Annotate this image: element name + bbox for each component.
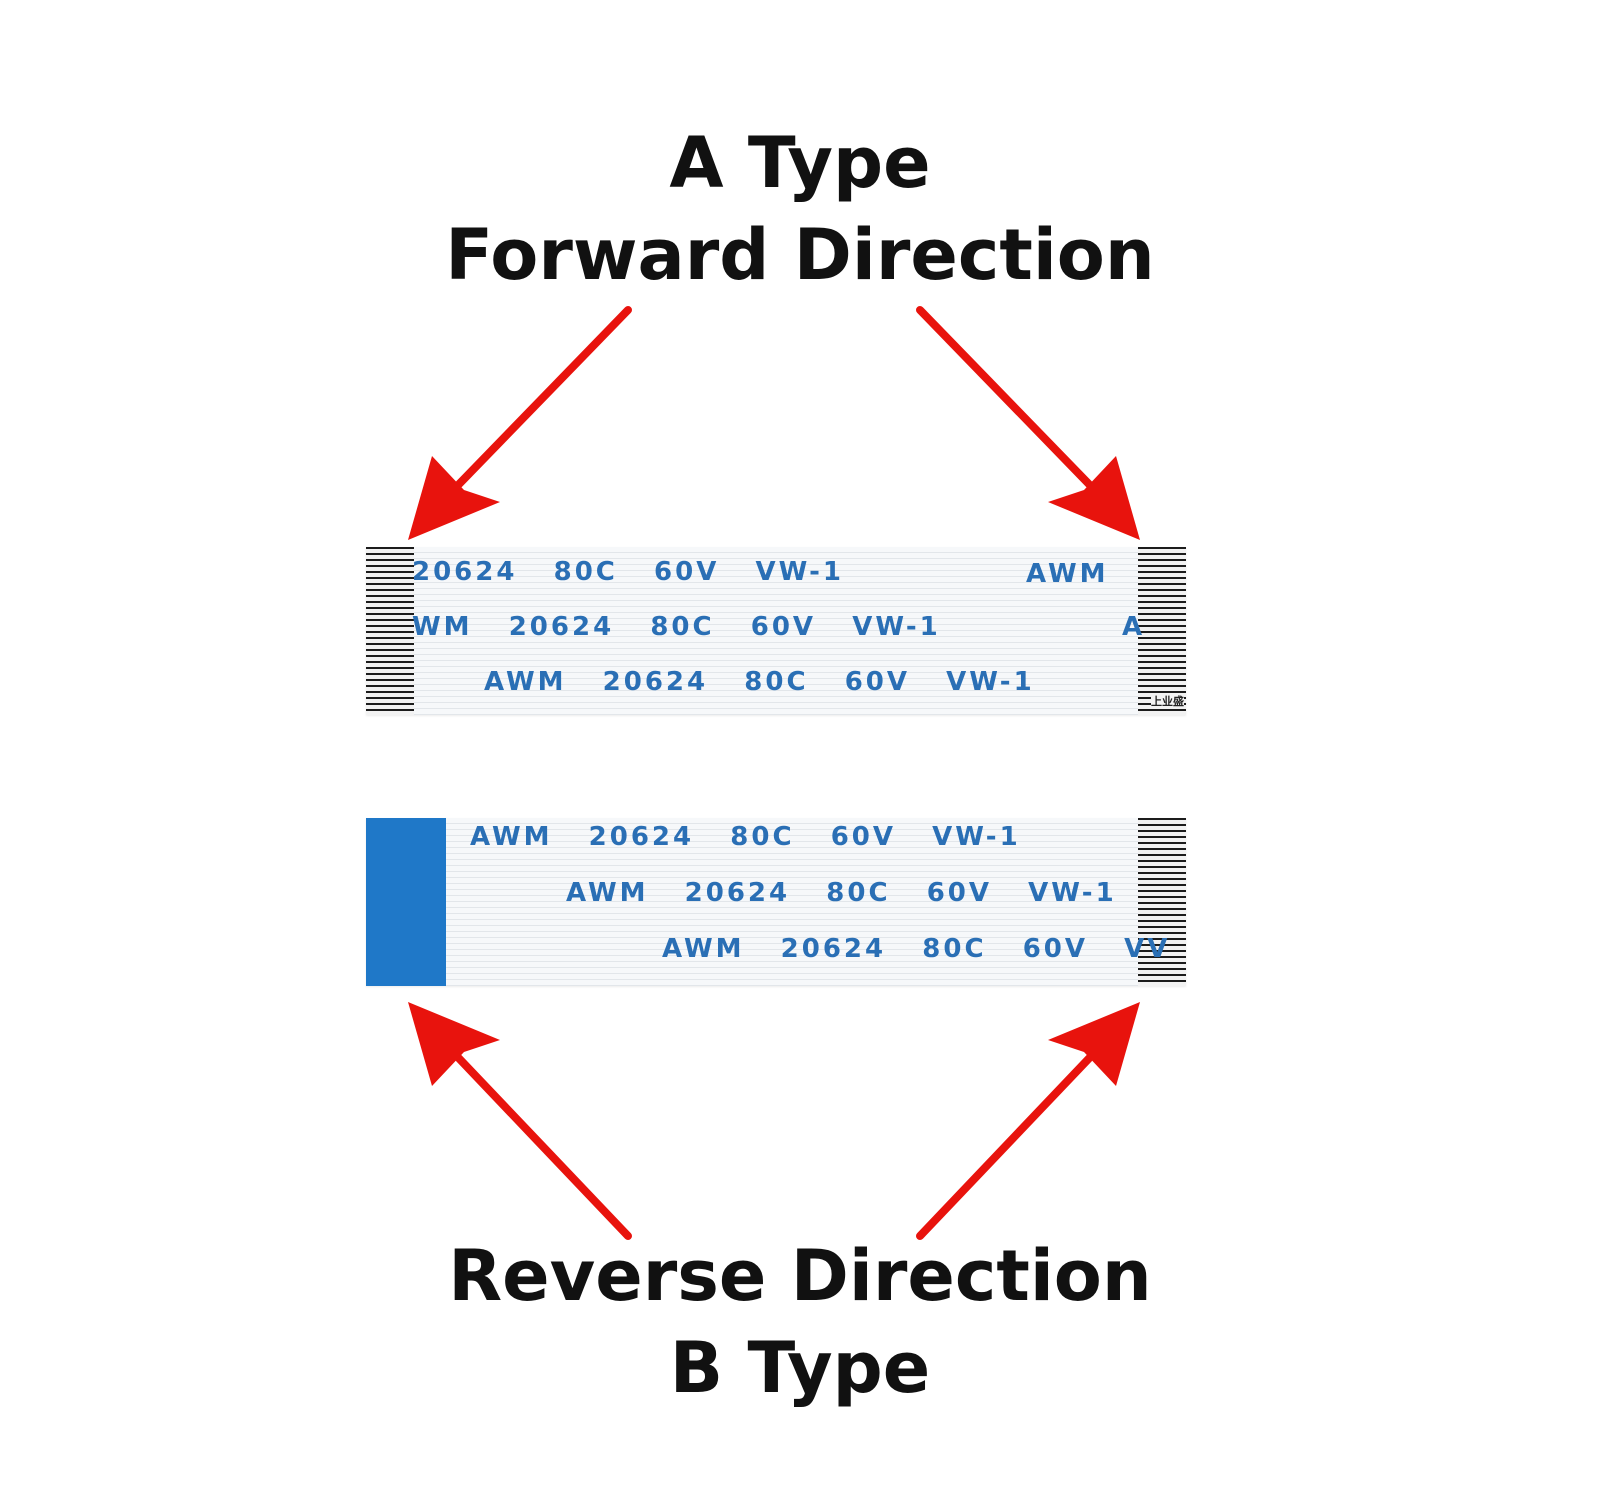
b-type-heading: Reverse Direction B Type: [0, 1230, 1600, 1414]
b-type-ffc-cable: AWM 20624 80C 60V VW-1 AWM 20624 80C 60V…: [366, 818, 1186, 986]
left-contacts: [366, 547, 414, 715]
blue-stiffener: [366, 818, 446, 986]
cable-print-row: WM 20624 80C 60V VW-1: [412, 612, 941, 642]
b-type-label: B Type: [669, 1327, 931, 1409]
reverse-direction-label: Reverse Direction: [448, 1235, 1152, 1317]
forward-direction-label: Forward Direction: [445, 214, 1155, 296]
arrow-bottom-left: [408, 1002, 632, 1240]
right-contacts: [1138, 818, 1186, 986]
a-type-heading: A Type Forward Direction: [0, 117, 1600, 301]
arrow-bottom-right: [916, 1002, 1140, 1240]
cable-print-row: AWM 20624 80C 60V VV: [662, 934, 1171, 964]
arrow-top-left: [408, 306, 632, 540]
arrow-top-right: [916, 306, 1140, 540]
cable-print-row: AWM 20624 80C 60V VW-1: [484, 667, 1035, 697]
right-contacts: [1138, 547, 1186, 715]
a-type-ffc-cable: 20624 80C 60V VW-1 AWM WM 20624 80C 60V …: [366, 547, 1186, 715]
cable-print-row: A: [1122, 612, 1146, 642]
cable-print-row: AWM 20624 80C 60V VW-1: [470, 822, 1021, 852]
cable-print-row: AWM: [1026, 559, 1109, 589]
manufacturer-mark: 上业盛: [1151, 693, 1184, 709]
cable-print-row: AWM 20624 80C 60V VW-1: [566, 878, 1117, 908]
a-type-label: A Type: [669, 122, 931, 204]
cable-print-row: 20624 80C 60V VW-1: [412, 557, 845, 587]
